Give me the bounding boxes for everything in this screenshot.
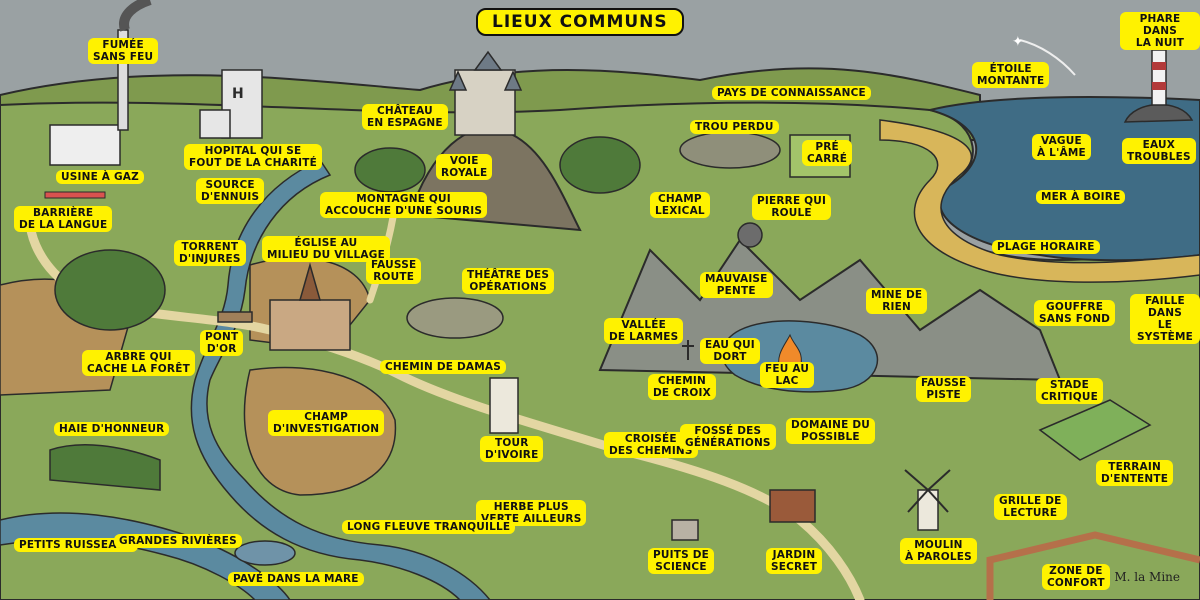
comfort-zone-wall [986, 531, 1200, 600]
label-terrain-dentente: Terrain d'entente [1096, 460, 1174, 486]
label-pont-dor: Pont d'or [200, 330, 244, 356]
rolling-stone [737, 222, 763, 248]
label-vallee-de-larmes: Vallée de larmes [604, 318, 684, 344]
label-moulin-a-paroles: Moulin à paroles [900, 538, 977, 564]
star-icon: ✦ [1012, 34, 1024, 50]
pond [234, 540, 296, 566]
label-mer-a-boire: Mer à boire [1036, 190, 1126, 204]
label-mauvaise-pente: Mauvaise pente [700, 272, 773, 298]
windmill-blades [904, 469, 951, 513]
beach [879, 119, 1200, 283]
label-grandes-rivieres: Grandes rivières [114, 534, 242, 548]
factory [49, 124, 121, 166]
forest [354, 147, 426, 193]
label-chemin-de-damas: Chemin de Damas [380, 360, 506, 374]
ivory-tower [489, 377, 519, 434]
label-pays-de-connaissance: Pays de connaissance [712, 86, 871, 100]
label-voie-royale: Voie royale [436, 154, 493, 180]
label-pre-carre: Pré carré [802, 140, 853, 166]
label-long-fleuve-tranquille: Long fleuve tranquille [342, 520, 516, 534]
label-vague-a-lame: Vague à l'âme [1032, 134, 1091, 160]
lighthouse-stripe [1152, 82, 1166, 90]
label-phare-dans-la-nuit: Phare dans la nuit [1120, 12, 1200, 50]
artist-signature: M. la Mine [1114, 570, 1180, 584]
sea [926, 96, 1200, 262]
farm-house [769, 489, 816, 523]
label-tour-divoire: Tour d'ivoire [480, 436, 544, 462]
castle [454, 69, 516, 136]
label-jardin-secret: Jardin secret [766, 548, 823, 574]
label-eaux-troubles: Eaux troubles [1122, 138, 1196, 164]
label-champ-dinvestigation: Champ d'investigation [268, 410, 385, 436]
label-barriere-de-la-langue: Barrière de la langue [14, 206, 113, 232]
hospital-h-icon: H [232, 86, 244, 102]
label-theatre-des-operations: Théâtre des opérations [462, 268, 555, 294]
label-trou-perdu: Trou perdu [690, 120, 779, 134]
label-pave-dans-la-mare: Pavé dans la mare [228, 572, 364, 586]
label-stade-critique: Stade critique [1036, 378, 1103, 404]
forest [559, 136, 641, 194]
church-spire [299, 262, 321, 301]
label-arbre-qui-cache-la-foret: Arbre qui cache la forêt [82, 350, 195, 376]
windmill [917, 489, 939, 531]
lighthouse-stripe [1152, 62, 1166, 70]
label-eglise: Église au milieu du village [262, 236, 390, 262]
label-torrent-dinjures: Torrent d'injures [174, 240, 246, 266]
crater [679, 131, 781, 169]
castle-roofs [448, 50, 523, 91]
label-faille-dans-le-systeme: Faille dans le système [1130, 294, 1200, 344]
label-feu-au-lac: Feu au lac [760, 362, 815, 388]
label-gouffre-sans-fond: Gouffre sans fond [1034, 300, 1116, 326]
bridge [217, 311, 253, 323]
label-plage-horaire: Plage horaire [992, 240, 1100, 254]
label-mine-de-rien: Mine de rien [866, 288, 928, 314]
label-fosse-des-generations: Fossé des générations [680, 424, 776, 450]
label-domaine-du-possible: Domaine du possible [786, 418, 875, 444]
smoke [119, 0, 152, 32]
label-puits-de-science: Puits de science [648, 548, 714, 574]
star-trail [1019, 39, 1076, 76]
label-haie-dhonneur: Haie d'honneur [54, 422, 170, 436]
village [269, 299, 351, 351]
label-champ-lexical: Champ lexical [650, 192, 710, 218]
forest [54, 249, 166, 331]
cross-icon [682, 340, 694, 360]
label-chateau-en-espagne: Château en Espagne [362, 104, 448, 130]
stadium [1038, 399, 1152, 461]
hedge [49, 444, 161, 491]
label-hopital: Hopital qui se fout de la charité [184, 144, 323, 170]
label-fausse-piste: Fausse piste [916, 376, 972, 402]
label-grille-de-lecture: Grille de lecture [994, 494, 1067, 520]
label-fumee-sans-feu: Fumée sans feu [88, 38, 159, 64]
amphitheatre [406, 297, 504, 339]
fire-icon [778, 333, 802, 371]
label-fausse-route: Fausse route [366, 258, 422, 284]
label-zone-de-confort: Zone de confort [1042, 564, 1110, 590]
barrier [44, 191, 106, 199]
label-etoile-montante: Étoile montante [972, 62, 1050, 88]
label-montagne-souris: Montagne qui accouche d'une souris [320, 192, 488, 218]
map-title: Lieux Communs [476, 8, 684, 36]
label-eau-qui-dort: Eau qui dort [700, 338, 760, 364]
label-usine-a-gaz: Usine à gaz [56, 170, 144, 184]
lighthouse-tower [1151, 49, 1167, 106]
label-source-dennuis: Source d'ennuis [196, 178, 265, 204]
label-pierre-qui-roule: Pierre qui roule [752, 194, 832, 220]
hospital-wing [199, 109, 231, 139]
label-chemin-de-croix: Chemin de croix [648, 374, 716, 400]
well [671, 519, 699, 541]
